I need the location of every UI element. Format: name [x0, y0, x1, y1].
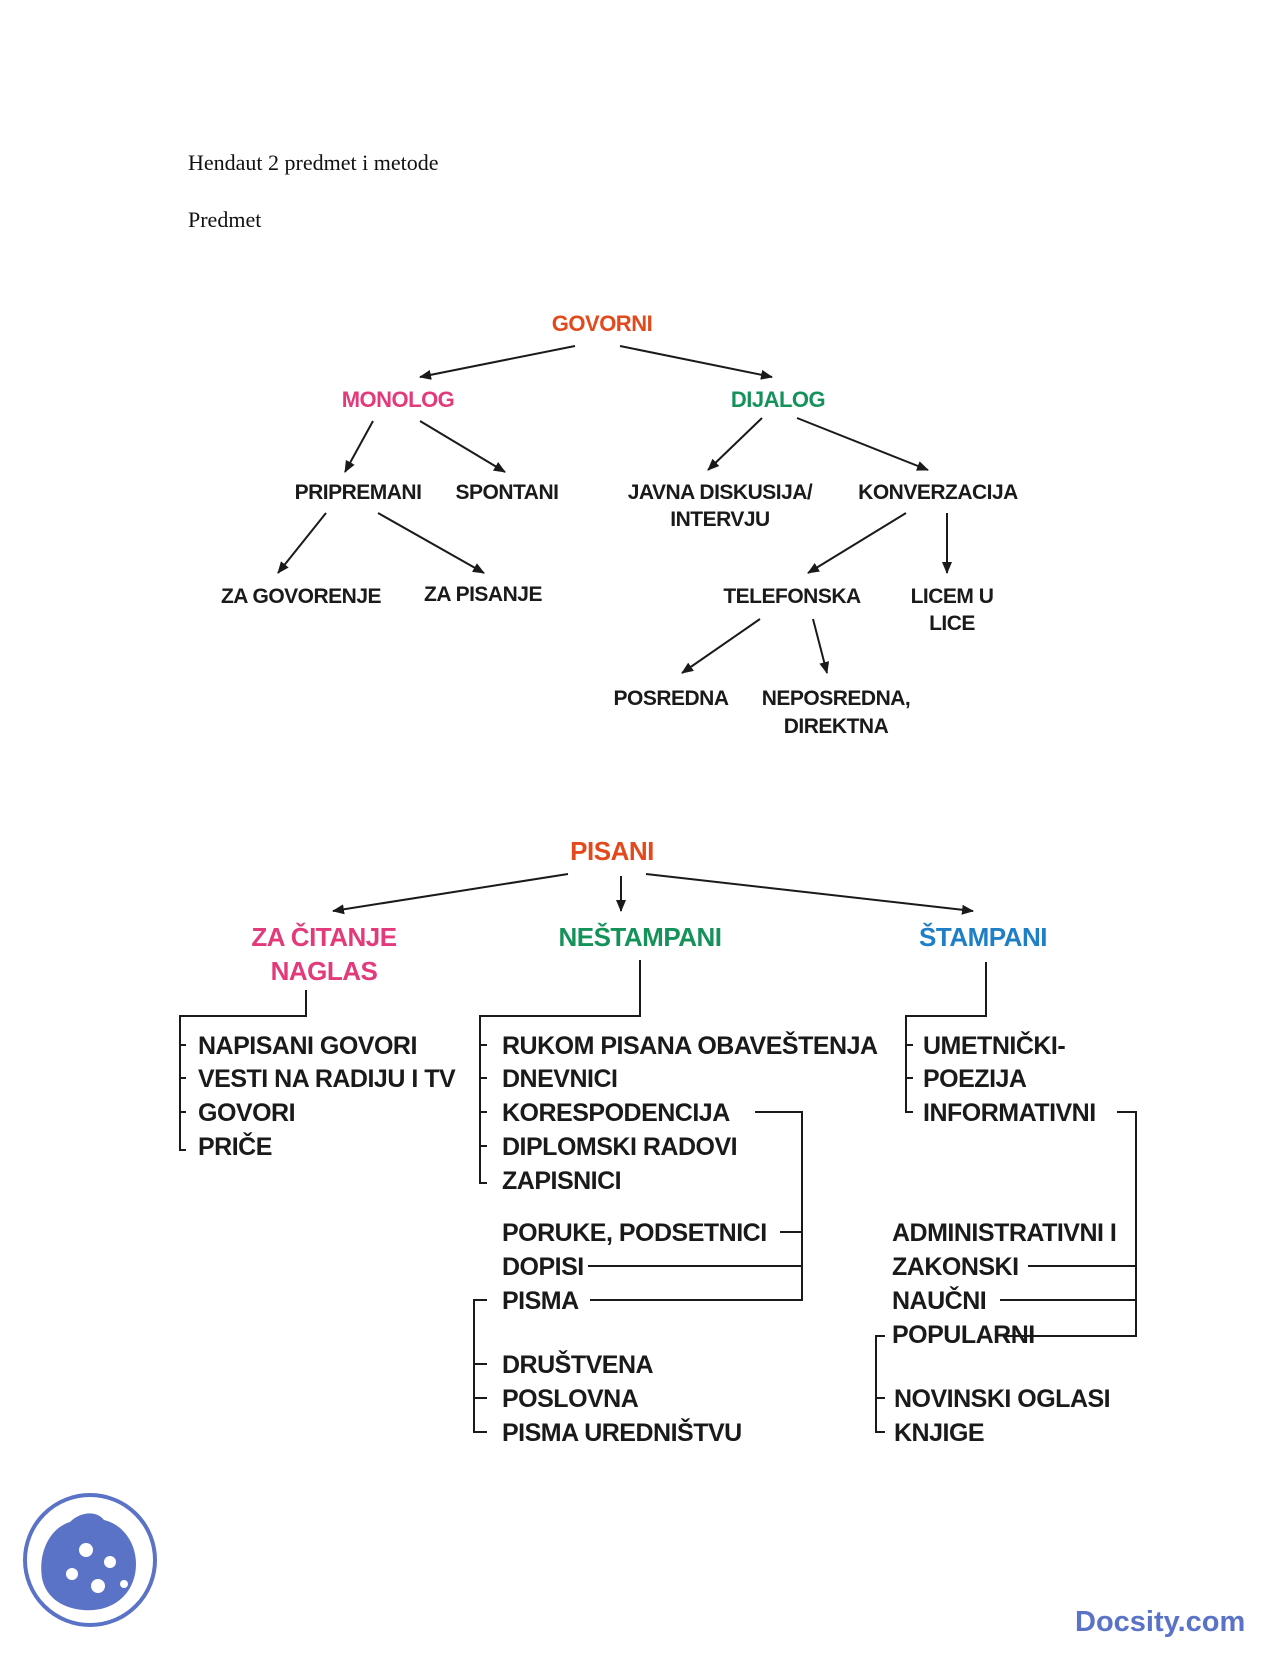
- bracket-popularni: [875, 1335, 885, 1433]
- node-pripremani: PRIPREMANI: [295, 481, 422, 504]
- edge-govorni-dijalog: [619, 345, 773, 380]
- list-item: ADMINISTRATIVNI I: [892, 1219, 1116, 1247]
- node-javna-diskusija-line1: JAVNA DISKUSIJA/: [628, 481, 813, 504]
- popularni-group: NOVINSKI OGLASI KNJIGE: [875, 1335, 1111, 1447]
- spoken-edges: [277, 345, 952, 674]
- korespondencija-group: PORUKE, PODSETNICI DOPISI PISMA: [502, 1111, 803, 1315]
- list-item: PRIČE: [198, 1131, 272, 1161]
- node-telefonska: TELEFONSKA: [723, 585, 861, 608]
- edge-dijalog-konverzacija: [796, 417, 929, 471]
- bracket-korespondencija: [590, 1111, 803, 1301]
- edge-monolog-pripremani: [344, 420, 374, 473]
- node-pisani: PISANI: [570, 836, 654, 866]
- node-monolog: MONOLOG: [342, 387, 455, 412]
- edge-pripremani-pisanje: [377, 512, 485, 574]
- written-edges: [332, 873, 974, 915]
- node-posredna: POSREDNA: [613, 687, 728, 710]
- list-item: POEZIJA: [923, 1065, 1027, 1093]
- edge-govorni-monolog: [419, 345, 576, 380]
- list-item: KNJIGE: [894, 1419, 984, 1447]
- node-nestampani: NEŠTAMPANI: [558, 922, 721, 952]
- node-licem-line1: LICEM U: [911, 585, 994, 608]
- list-item: NAPISANI GOVORI: [198, 1032, 417, 1060]
- node-za-citanje-line2: NAGLAS: [271, 956, 378, 986]
- edge-telefonska-neposredna: [812, 618, 830, 674]
- nestampani-group: RUKOM PISANA OBAVEŠTENJA DNEVNICI KORESP…: [479, 960, 878, 1195]
- edge-monolog-spontani: [419, 420, 506, 473]
- list-item: PISMA: [502, 1287, 579, 1315]
- edge-konverzacija-telefonska: [807, 512, 907, 574]
- node-licem-line2: LICE: [929, 612, 975, 635]
- list-item: VESTI NA RADIJU I TV: [198, 1065, 456, 1093]
- list-item: GOVORI: [198, 1099, 295, 1127]
- stampani-group: UMETNIČKI- POEZIJA INFORMATIVNI: [905, 962, 1096, 1127]
- list-item: DIPLOMSKI RADOVI: [502, 1133, 737, 1161]
- node-govorni: GOVORNI: [552, 311, 652, 336]
- bracket-nestampani: [479, 960, 641, 1184]
- bracket-pisma: [473, 1299, 487, 1433]
- node-za-pisanje: ZA PISANJE: [424, 583, 542, 606]
- list-item: DOPISI: [502, 1253, 584, 1281]
- informativni-group: ADMINISTRATIVNI I ZAKONSKI NAUČNI POPULA…: [892, 1111, 1137, 1349]
- bracket-stampani: [905, 962, 987, 1113]
- spoken-tree: GOVORNI MONOLOG DIJALOG PRIPREMANI SPONT…: [221, 311, 1019, 738]
- za-citanje-group: NAPISANI GOVORI VESTI NA RADIJU I TV GOV…: [179, 990, 456, 1161]
- bracket-informativni: [1004, 1111, 1137, 1337]
- list-item: UMETNIČKI-: [923, 1030, 1065, 1060]
- list-item: ZAKONSKI: [892, 1253, 1019, 1281]
- list-item: NAUČNI: [892, 1285, 986, 1315]
- node-stampani: ŠTAMPANI: [919, 922, 1047, 952]
- node-konverzacija: KONVERZACIJA: [858, 481, 1018, 504]
- list-item: POPULARNI: [892, 1321, 1035, 1349]
- node-za-govorenje: ZA GOVORENJE: [221, 585, 382, 608]
- document-heading: Hendaut 2 predmet i metode: [188, 150, 439, 175]
- list-item: KORESPODENCIJA: [502, 1099, 730, 1127]
- docsity-logo-icon: [23, 1493, 157, 1627]
- pisma-group: DRUŠTVENA POSLOVNA PISMA UREDNIŠTVU: [473, 1299, 742, 1447]
- brand-watermark[interactable]: Docsity.com: [1075, 1606, 1246, 1638]
- node-dijalog: DIJALOG: [731, 387, 825, 412]
- edge-dijalog-javna: [707, 417, 763, 471]
- node-neposredna-line2: DIREKTNA: [784, 715, 889, 738]
- node-za-citanje-line1: ZA ČITANJE: [251, 922, 396, 952]
- list-item: ZAPISNICI: [502, 1167, 621, 1195]
- list-item: DRUŠTVENA: [502, 1349, 654, 1379]
- list-item: POSLOVNA: [502, 1385, 639, 1413]
- edge-pisani-zacitanje: [332, 873, 569, 915]
- bracket-za-citanje: [179, 990, 307, 1151]
- node-neposredna-line1: NEPOSREDNA,: [762, 687, 911, 710]
- list-item: DNEVNICI: [502, 1065, 617, 1093]
- written-tree: PISANI ZA ČITANJE NAGLAS NEŠTAMPANI ŠTAM…: [179, 836, 1137, 1447]
- edge-telefonska-posredna: [681, 618, 761, 674]
- list-item: INFORMATIVNI: [923, 1099, 1096, 1127]
- list-item: RUKOM PISANA OBAVEŠTENJA: [502, 1030, 878, 1060]
- edge-pisani-stampani: [645, 873, 974, 915]
- node-javna-diskusija-line2: INTERVJU: [670, 508, 769, 531]
- node-spontani: SPONTANI: [456, 481, 559, 504]
- list-item: PISMA UREDNIŠTVU: [502, 1417, 742, 1447]
- list-item: NOVINSKI OGLASI: [894, 1385, 1110, 1413]
- list-item: PORUKE, PODSETNICI: [502, 1219, 767, 1247]
- section-title: Predmet: [188, 207, 262, 232]
- edge-pripremani-govorenje: [277, 512, 327, 574]
